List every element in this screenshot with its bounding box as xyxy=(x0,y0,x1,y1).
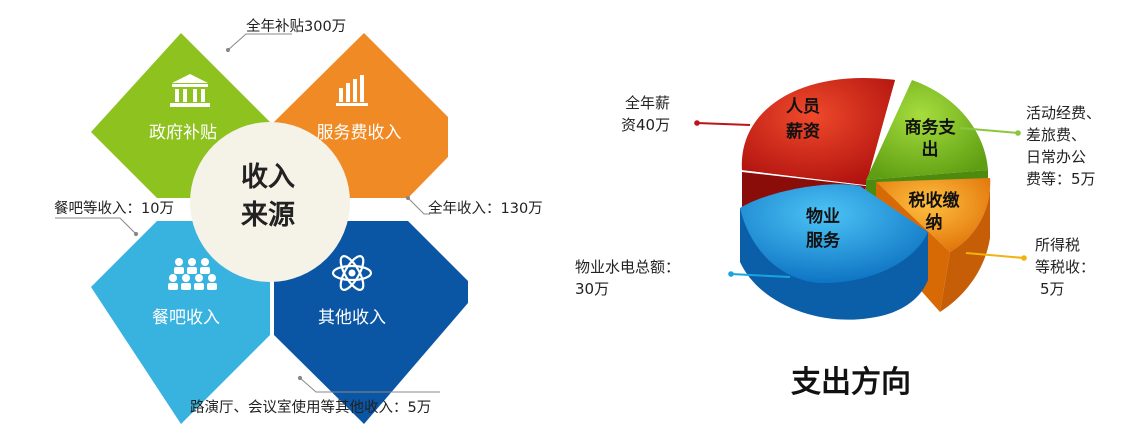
note-tax-1: 所得税 xyxy=(1035,236,1080,254)
note-cafe: 餐吧等收入：10万 xyxy=(54,199,174,217)
note-business-2: 差旅费、 xyxy=(1026,126,1086,144)
leader-line-subsidy xyxy=(227,33,292,51)
leader-line-salary xyxy=(696,122,751,126)
bar-chart-icon xyxy=(336,75,368,106)
leader-line-tax xyxy=(965,252,1025,259)
people-icon xyxy=(168,258,217,290)
note-business-1: 活动经费、 xyxy=(1026,104,1101,122)
expense-pie-chart: 人员 薪资 商务支 出 税收缴 纳 物业 服务 xyxy=(575,77,1101,400)
center-title-line2: 来源 xyxy=(241,200,295,231)
income-tile-other: 其他收入 xyxy=(274,221,468,424)
note-subsidy: 全年补贴300万 xyxy=(246,17,346,35)
note-property-1: 物业水电总额： xyxy=(575,258,680,276)
income-notes xyxy=(55,33,440,393)
pie-slice-property: 物业 服务 xyxy=(740,184,928,320)
leader-line-business xyxy=(959,127,1019,134)
slice-label-property-1: 物业 xyxy=(806,206,840,227)
leader-line-other xyxy=(299,377,440,393)
bank-icon xyxy=(170,74,210,107)
slice-label-business-1: 商务支 xyxy=(905,117,957,138)
center-title-line1: 收入 xyxy=(241,162,295,193)
note-tax-3: 5万 xyxy=(1040,280,1065,298)
slice-label-tax-1: 税收缴 xyxy=(909,190,961,211)
leader-line-property xyxy=(730,273,791,278)
tile-label-cafe: 餐吧收入 xyxy=(152,308,220,328)
expense-title: 支出方向 xyxy=(791,365,911,400)
tile-label-other: 其他收入 xyxy=(318,308,386,328)
note-other: 路演厅、会议室使用等其他收入：5万 xyxy=(190,398,431,416)
slice-label-tax-2: 纳 xyxy=(926,212,943,233)
tile-label-service-fee: 服务费收入 xyxy=(317,123,402,143)
atom-icon xyxy=(331,255,373,291)
slice-label-property-2: 服务 xyxy=(806,230,841,251)
slice-label-salary-1: 人员 xyxy=(786,97,820,117)
slice-label-salary-2: 薪资 xyxy=(786,121,820,142)
leader-line-service-fee xyxy=(407,197,430,215)
note-service-fee: 全年收入：130万 xyxy=(428,199,543,217)
note-business-4: 费等：5万 xyxy=(1026,170,1096,188)
income-tile-cafe: 餐吧收入 xyxy=(91,221,270,424)
income-diagram: 政府补贴 服务费收入 xyxy=(54,17,543,424)
income-center-circle: 收入 来源 xyxy=(190,122,350,282)
note-property-2: 30万 xyxy=(575,280,609,298)
note-salary-2: 资40万 xyxy=(621,116,670,134)
tile-label-government-subsidy: 政府补贴 xyxy=(149,123,217,143)
expense-leader-lines xyxy=(694,120,1027,278)
note-salary-1: 全年薪 xyxy=(625,94,670,112)
note-tax-2: 等税收： xyxy=(1035,258,1095,276)
slice-label-business-2: 出 xyxy=(922,139,939,160)
leader-line-cafe xyxy=(55,217,137,235)
note-business-3: 日常办公 xyxy=(1026,148,1086,166)
